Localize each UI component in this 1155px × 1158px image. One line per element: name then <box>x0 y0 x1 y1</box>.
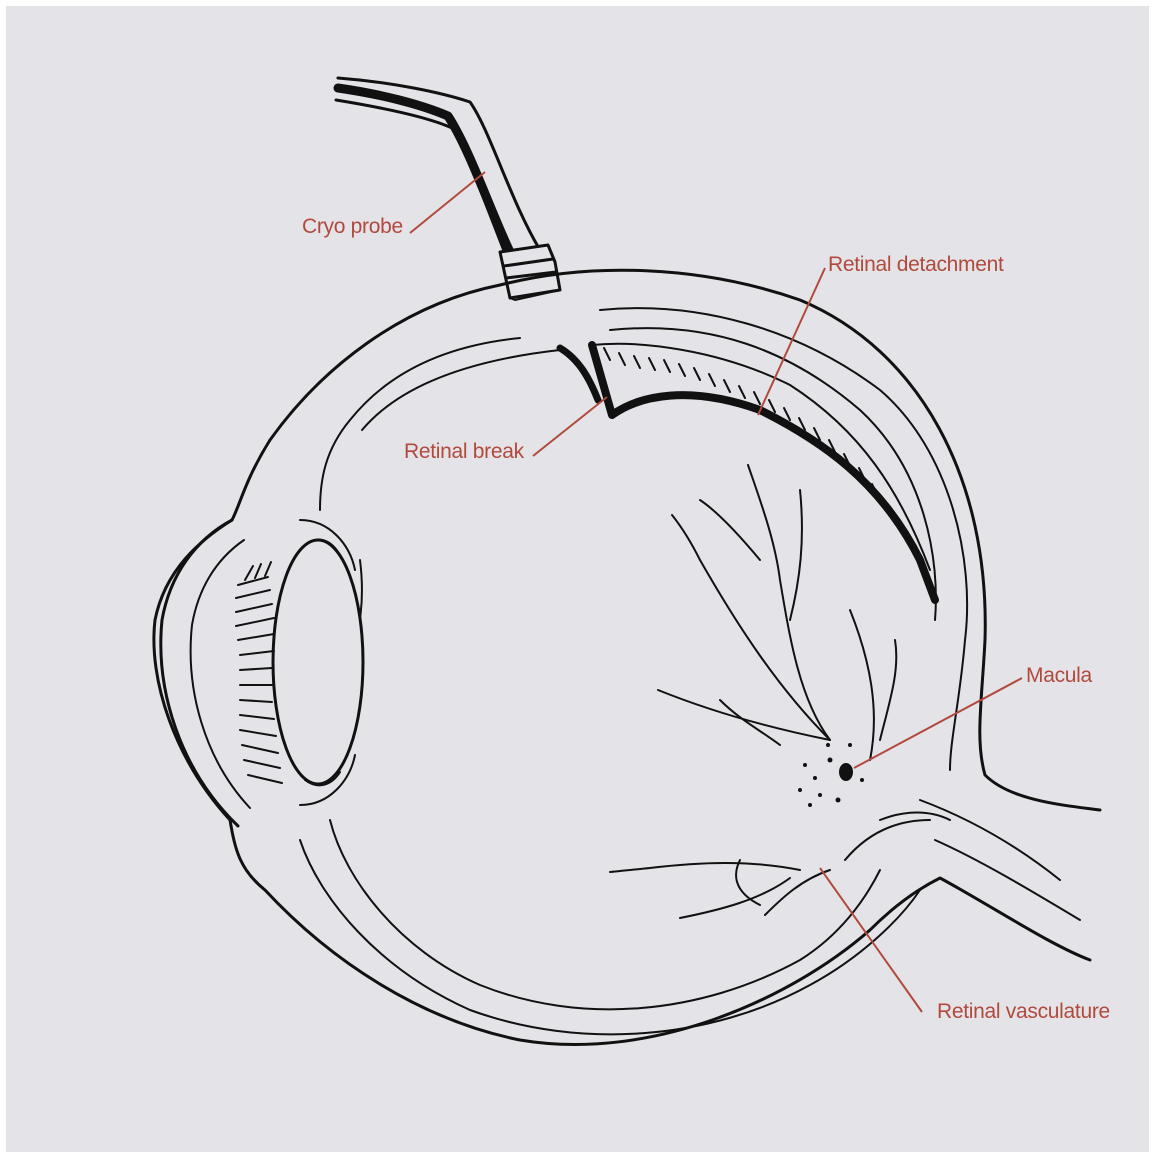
cornea-and-lens <box>161 520 363 826</box>
retinal-vasculature-label: Retinal vasculature <box>937 1000 1110 1024</box>
cryo-probe-shape <box>336 78 560 300</box>
leader-retinal-break <box>533 397 607 456</box>
macula-label: Macula <box>1026 664 1092 688</box>
macula-spots <box>798 743 864 807</box>
leader-cryo-probe <box>410 172 485 233</box>
cryo-probe-label: Cryo probe <box>302 215 403 239</box>
retinal-break-label: Retinal break <box>404 440 524 464</box>
retinal-detachment-shape <box>560 344 935 600</box>
leader-macula <box>854 678 1022 768</box>
inner-wall-layers <box>300 308 1080 1034</box>
leader-retinal-vasculature <box>820 868 922 1012</box>
retinal-detachment-label: Retinal detachment <box>828 253 1004 277</box>
